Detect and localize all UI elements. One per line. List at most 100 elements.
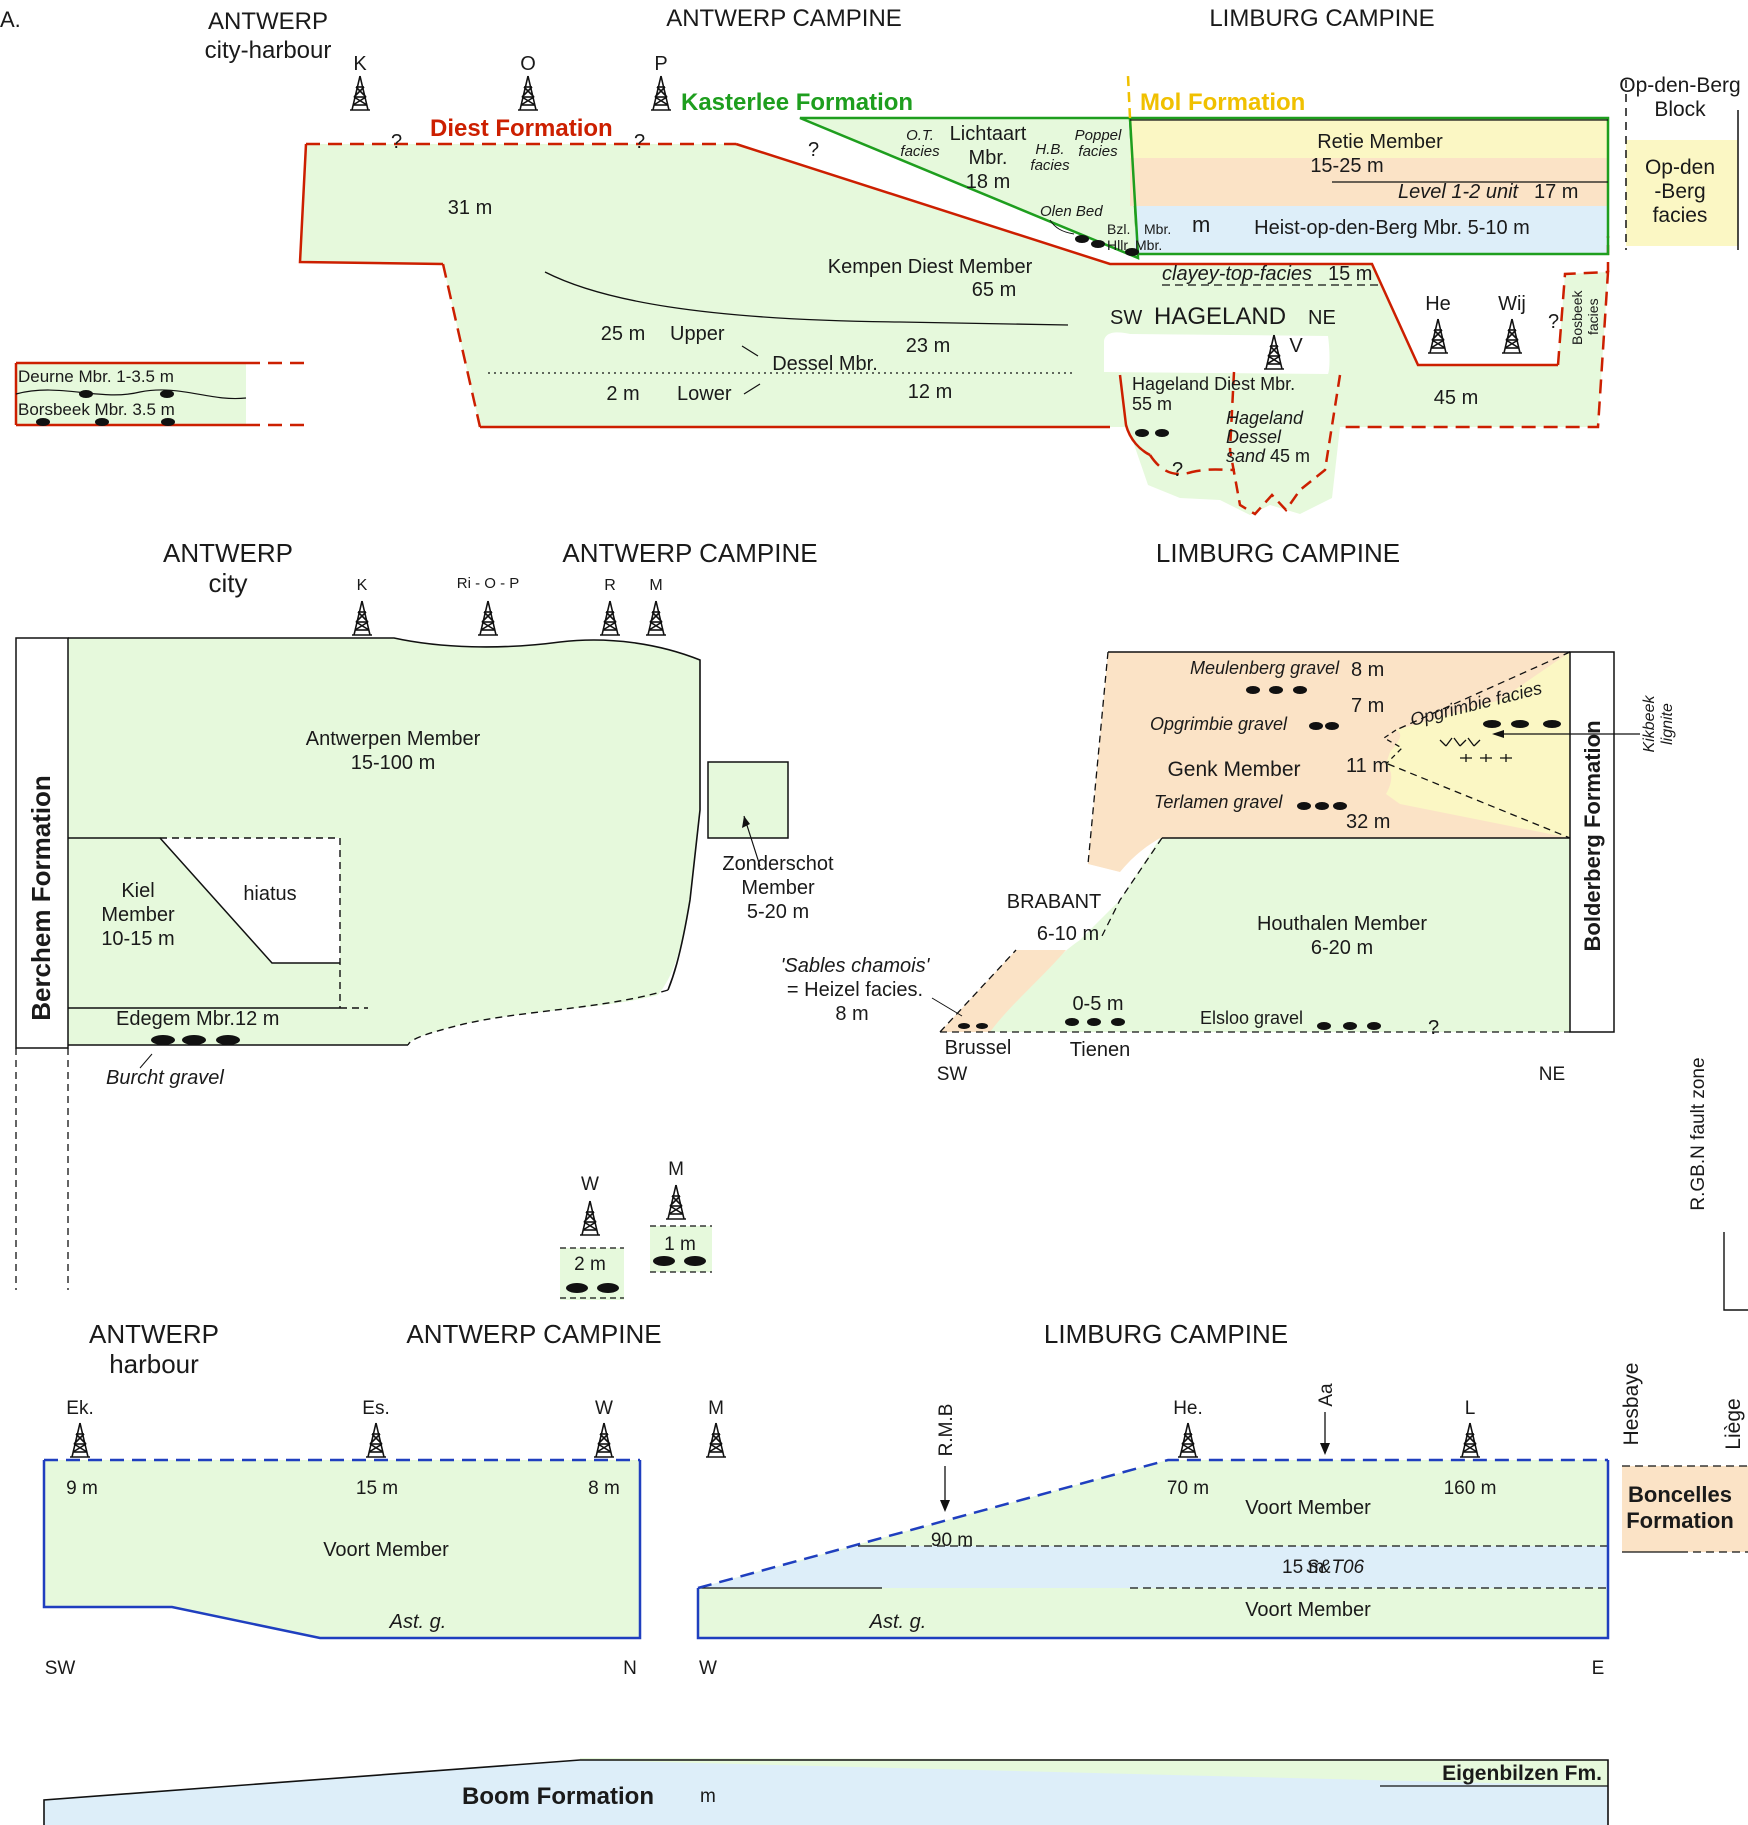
bosbeek-facies-1: Bosbeek	[1569, 290, 1585, 345]
gravel-icon	[1293, 686, 1307, 694]
region-antwerp-line2: harbour	[109, 1349, 199, 1379]
voort-left-outline	[42, 1460, 642, 1640]
panel-label: A.	[0, 7, 21, 32]
gravel-icon	[1111, 1018, 1125, 1026]
well-k: K	[352, 577, 372, 636]
derrick-icon	[1178, 1422, 1198, 1458]
thickness-70m: 70 m	[1167, 1478, 1209, 1499]
panel-d: ANTWERP harbour ANTWERP CAMPINE LIMBURG …	[42, 1319, 1748, 1679]
well-wij: Wij	[1498, 293, 1526, 354]
genk-orange	[1088, 652, 1570, 872]
liege-label: Liège	[1722, 1398, 1745, 1449]
hb-facies-2: facies	[1030, 157, 1070, 174]
retie-thickness: 15-25 m	[1310, 155, 1383, 177]
well-label: K	[353, 53, 367, 75]
lower-label: Lower	[677, 383, 732, 405]
thickness-45m: 45 m	[1434, 387, 1478, 409]
hageland-dessel-1: Hageland	[1226, 408, 1304, 428]
gravel-icon	[684, 1256, 706, 1266]
lignite-bars	[1460, 754, 1512, 762]
voort-right-outline	[696, 1460, 1610, 1640]
q-mark: ?	[808, 139, 819, 161]
gravel-icon	[1297, 802, 1311, 810]
panel-b: ANTWERP city ANTWERP CAMPINE LIMBURG CAM…	[15, 538, 1748, 1311]
zonderschot-arrowhead	[742, 816, 750, 828]
derrick-icon	[352, 600, 372, 636]
direction-sw: SW	[45, 1658, 76, 1679]
antwerpen-thickness: 15-100 m	[351, 752, 436, 774]
thickness-1m: 1 m	[664, 1234, 696, 1255]
well-label: O	[520, 53, 536, 75]
opdenberg-fill	[1626, 140, 1738, 246]
aa-arrowhead	[1320, 1443, 1330, 1455]
gravel-icon	[1343, 1022, 1357, 1030]
bolderberg-formation: Bolderberg Formation	[1580, 720, 1605, 951]
hiatus-dash	[160, 837, 341, 1008]
thickness-23m: 23 m	[906, 335, 950, 357]
bzl-mbr-2: Mbr.	[1144, 221, 1171, 237]
ot-facies-1: O.T.	[906, 127, 934, 144]
brussel-label: Brussel	[945, 1037, 1012, 1059]
mol-title: Mol Formation	[1140, 89, 1305, 116]
w-core-dash	[560, 1247, 624, 1299]
thickness-15m: 15 m	[356, 1478, 398, 1499]
gravel-icon	[95, 418, 109, 426]
well-label: K	[357, 577, 368, 594]
gravel-icon	[1325, 722, 1339, 730]
meulenberg-thickness: 8 m	[1351, 659, 1384, 681]
thickness-11m: 11 m	[1346, 755, 1389, 777]
kasterlee-line	[1128, 116, 1610, 256]
q-mark: ?	[1428, 1017, 1439, 1039]
lichtaart-1: Lichtaart	[950, 123, 1027, 145]
gravel-icon	[566, 1283, 588, 1293]
well-k: K	[350, 53, 370, 111]
level-thickness: 17 m	[1534, 181, 1578, 203]
voort-member-upper: Voort Member	[1245, 1497, 1371, 1519]
q-mark: ?	[1548, 311, 1559, 333]
direction-w: W	[699, 1658, 717, 1679]
well-label: M	[649, 577, 662, 594]
gravel-icon	[216, 1035, 240, 1045]
brabant-orange	[940, 950, 1066, 1032]
well-m: M	[706, 1398, 726, 1458]
well-label: W	[581, 1174, 599, 1195]
gravel-icon	[653, 1256, 675, 1266]
well-label: Wij	[1498, 293, 1526, 315]
boncelles-box	[1622, 1466, 1748, 1552]
well-r: R	[600, 577, 620, 636]
thickness-90m: 90 m	[931, 1530, 973, 1551]
kikbeek-arrowhead	[1492, 730, 1504, 738]
region-opdenberg-line1: Op-den-Berg	[1619, 74, 1740, 97]
poppel-facies-2: facies	[1078, 143, 1118, 160]
hageland-dessel-4: 45 m	[1270, 446, 1310, 466]
hageland-dessel-3: sand	[1226, 446, 1266, 466]
gravel-icon	[1483, 720, 1501, 728]
well-m: M	[646, 577, 666, 636]
diest-title: Diest Formation	[430, 115, 613, 142]
kiel-boundary	[68, 837, 340, 964]
thickness-2m: 2 m	[574, 1254, 606, 1275]
well-label: Aa	[1316, 1383, 1337, 1407]
fault-bracket	[1723, 1232, 1748, 1311]
derrick-icon	[366, 1422, 386, 1458]
st06-thickness: 15 m	[1282, 1557, 1324, 1578]
well-label: R.M.B	[936, 1404, 957, 1457]
well-rmb: R.M.B	[936, 1404, 957, 1512]
bosbeek-facies-2: facies	[1585, 298, 1601, 335]
fault-zone: R.GB.N fault zone	[1688, 1057, 1709, 1210]
panel-c: W M 2 m 1 m	[560, 1159, 712, 1300]
voort-member-lower: Voort Member	[1245, 1599, 1371, 1621]
brabant-thickness: 6-10 m	[1037, 923, 1099, 945]
region-antwerp-line2: city-harbour	[205, 37, 332, 64]
opdenberg-facies-1: Op-den	[1645, 156, 1715, 179]
poppel-facies-1: Poppel	[1075, 127, 1122, 144]
well-label: V	[1289, 335, 1303, 357]
elsloo-gravel: Elsloo gravel	[1200, 1008, 1303, 1028]
ast-g-right: Ast. g.	[869, 1611, 927, 1633]
houthalen-left-dash	[1099, 837, 1163, 941]
rmb-arrowhead	[940, 1500, 950, 1512]
houthalen-member: Houthalen Member	[1257, 913, 1427, 935]
well-label: He.	[1173, 1398, 1203, 1419]
heizel-arrow	[931, 997, 963, 1017]
gravel-icon	[1065, 1018, 1079, 1026]
